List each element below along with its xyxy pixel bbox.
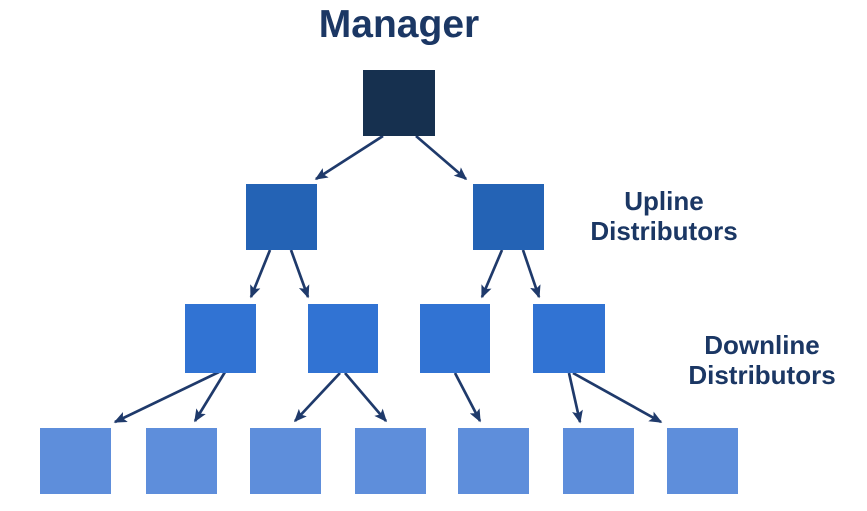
leaf-node-3	[250, 428, 321, 494]
edge-upline-1-downline-1	[249, 249, 272, 299]
edge-downline-4-leaf-6	[567, 372, 583, 424]
downline-node-1	[185, 304, 256, 373]
upline-label-line1: Upline	[624, 186, 704, 216]
upline-label-line2: Distributors	[590, 216, 738, 246]
edge-downline-4-leaf-7	[572, 371, 663, 424]
downline-node-4	[533, 304, 605, 373]
edge-manager-upline-2	[415, 134, 468, 181]
leaf-node-7	[667, 428, 738, 494]
edge-manager-upline-1	[314, 134, 384, 181]
edge-downline-2-leaf-3	[293, 372, 341, 423]
edge-downline-1-leaf-2	[193, 371, 227, 423]
manager-node	[363, 70, 435, 136]
leaf-node-4	[355, 428, 426, 494]
edge-downline-1-leaf-1	[113, 370, 220, 424]
upline-node-1	[246, 184, 317, 250]
edge-upline-1-downline-2	[289, 249, 310, 299]
leaf-node-5	[458, 428, 529, 494]
edge-downline-3-leaf-5	[453, 372, 482, 423]
downline-label-line2: Distributors	[688, 360, 836, 390]
edge-upline-2-downline-4	[521, 249, 541, 299]
diagram-title: Manager	[318, 3, 480, 46]
downline-label-line1: Downline	[704, 330, 820, 360]
leaf-node-6	[563, 428, 634, 494]
leaf-node-2	[146, 428, 217, 494]
edge-upline-2-downline-3	[480, 249, 504, 299]
downline-node-2	[308, 304, 378, 373]
upline-node-2	[473, 184, 544, 250]
downline-distributors-label: Downline Distributors	[688, 330, 835, 390]
upline-distributors-label: Upline Distributors	[590, 186, 737, 246]
leaf-node-1	[40, 428, 111, 494]
edge-downline-2-leaf-4	[343, 372, 388, 423]
downline-node-3	[420, 304, 490, 373]
